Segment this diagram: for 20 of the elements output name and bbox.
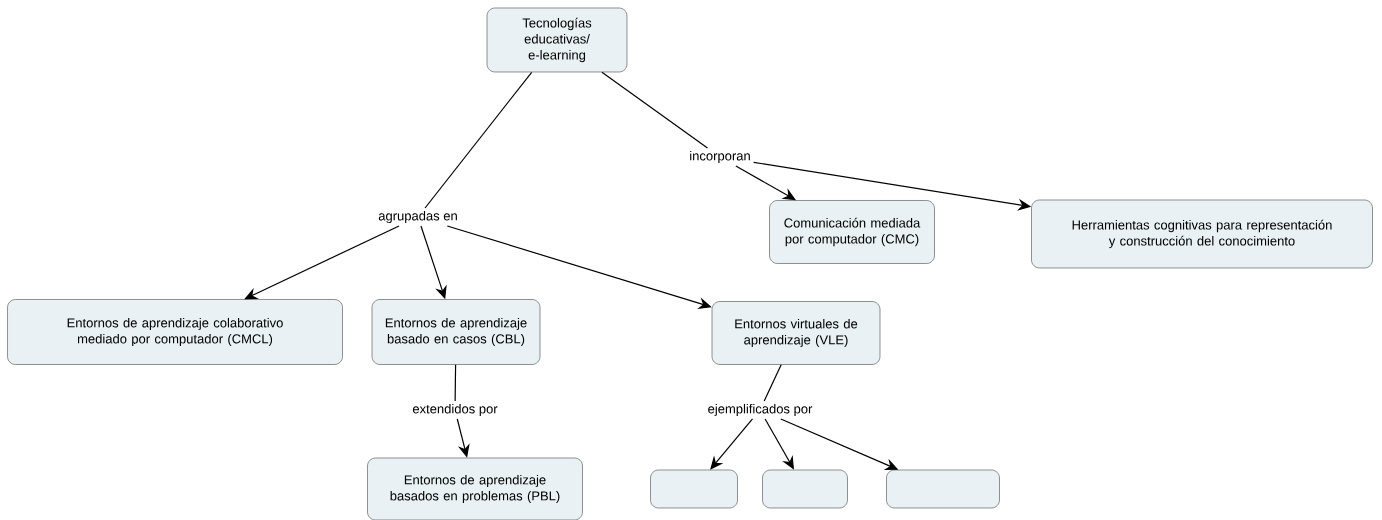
concept-box: Entornos de aprendizaje basado en casos (CBL) bbox=[371, 299, 541, 365]
concept-box: Tecnologías educativas/ e-learning bbox=[486, 7, 628, 73]
connector-line bbox=[424, 71, 533, 209]
concept-box bbox=[886, 469, 1000, 509]
linking-phrase: incorporan bbox=[686, 148, 754, 166]
concept-box: Entornos virtuales de aprendizaje (VLE) bbox=[711, 301, 881, 365]
connector-line bbox=[454, 364, 457, 402]
concept-box: Entornos de aprendizaje colaborativo mediado por computador (CMCL) bbox=[7, 299, 343, 365]
linking-phrase: ejemplificados por bbox=[704, 401, 816, 419]
arrow bbox=[244, 225, 400, 300]
concept-box: Comunicación mediada por computador (CMC) bbox=[769, 200, 935, 264]
linking-phrase: agrupadas en bbox=[375, 208, 461, 226]
concept-box: Herramientas cognitivas para representación y construcción del conocimiento bbox=[1031, 199, 1373, 269]
linking-phrase: extendidos por bbox=[409, 401, 501, 419]
connector-line bbox=[763, 364, 782, 402]
concept-box bbox=[650, 469, 738, 509]
arrow bbox=[710, 418, 754, 470]
concept-box: Entornos de aprendizaje basados en problemas (PBL) bbox=[367, 457, 583, 520]
connector-line bbox=[601, 71, 709, 149]
concept-box bbox=[762, 469, 848, 509]
